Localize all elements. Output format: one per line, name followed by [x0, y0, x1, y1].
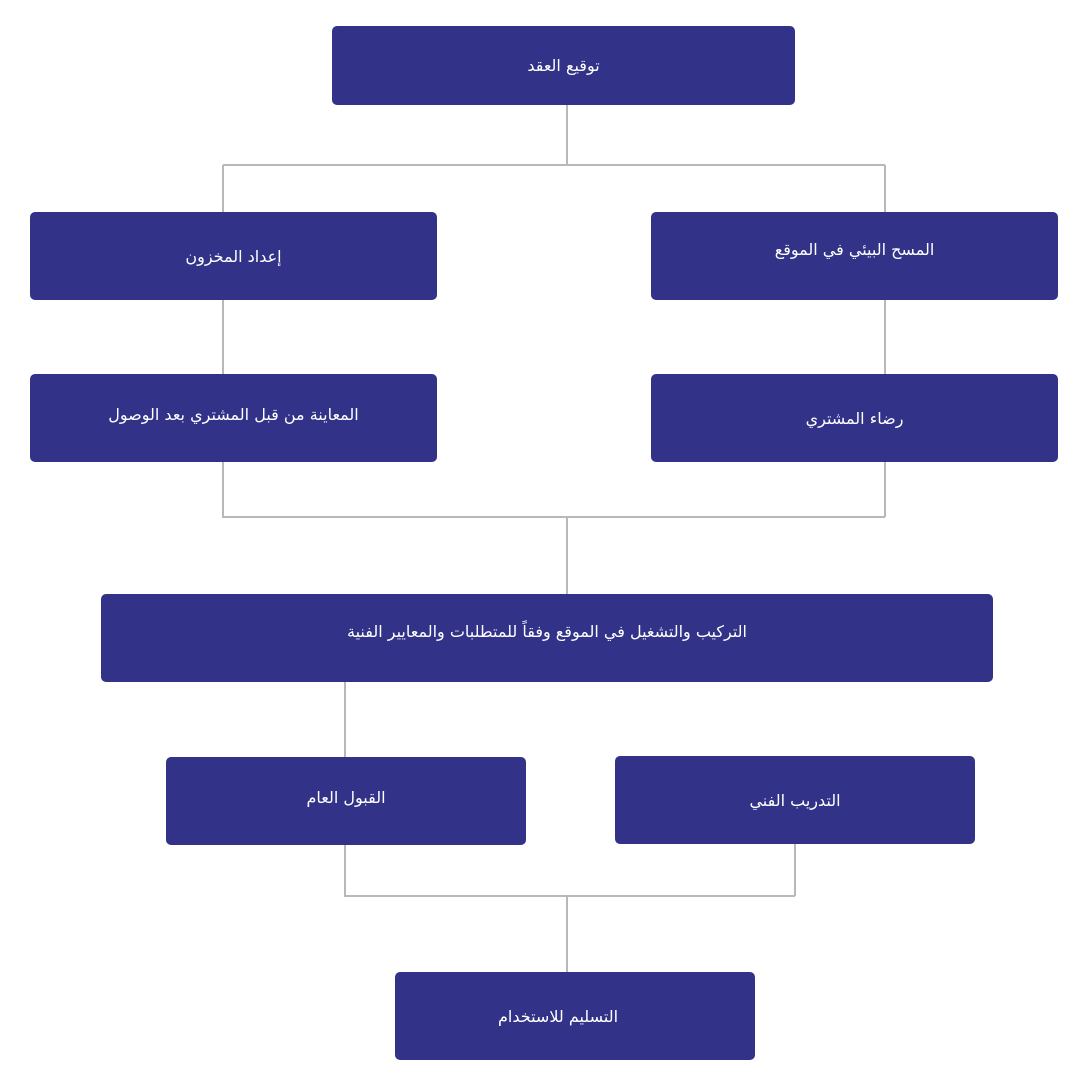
step-handover-label: التسليم للاستخدام [498, 1006, 619, 1026]
step-buyer-inspection-label: المعاينة من قبل المشتري بعد الوصول [108, 405, 359, 424]
step-buyer-satisfaction: رضاء المشتري [651, 374, 1058, 462]
step-inventory-prep-label: إعداد المخزون [185, 246, 282, 266]
step-general-acceptance-label: القبول العام [306, 788, 386, 807]
step-technical-training-label: التدريب الفني [749, 790, 841, 810]
step-site-survey-label: المسح البيئي في الموقع [774, 240, 935, 259]
step-contract-signing-label: توقيع العقد [527, 56, 600, 75]
step-installation-label: التركيب والتشغيل في الموقع وفقاً للمتطلب… [347, 622, 747, 641]
step-contract-signing: توقيع العقد [332, 26, 795, 105]
step-buyer-inspection: المعاينة من قبل المشتري بعد الوصول [30, 374, 437, 462]
step-handover: التسليم للاستخدام [395, 972, 755, 1060]
step-buyer-satisfaction-label: رضاء المشتري [805, 408, 904, 428]
step-general-acceptance: القبول العام [166, 757, 526, 845]
step-inventory-prep: إعداد المخزون [30, 212, 437, 300]
connector-merge-to-install [222, 462, 886, 594]
step-site-survey: المسح البيئي في الموقع [651, 212, 1058, 300]
connector-merge-to-handover [344, 844, 796, 972]
step-installation: التركيب والتشغيل في الموقع وفقاً للمتطلب… [101, 594, 993, 682]
connector-sign-to-branches [222, 105, 886, 212]
step-technical-training: التدريب الفني [615, 756, 975, 844]
